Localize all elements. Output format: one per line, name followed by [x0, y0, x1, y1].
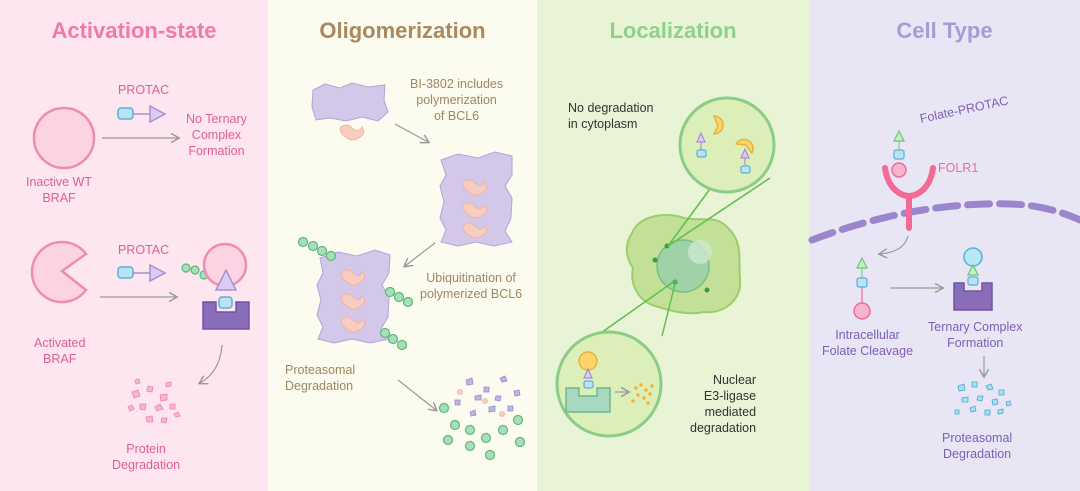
protac-label-top: PROTAC [118, 83, 170, 97]
nuclear-degradation-label: Nuclear E3-ligase mediated degradation [690, 373, 757, 435]
ubiquitinated-polymer [297, 236, 414, 351]
arrow-polymerization [394, 123, 428, 142]
no-degradation-label: No degradation in cytoplasm [568, 101, 654, 131]
ternary-complex-celltype [953, 247, 993, 311]
folr1-receptor [882, 129, 936, 231]
zoom-line-3 [597, 279, 677, 336]
protein-degradation-label: Protein Degradation [112, 442, 181, 472]
arrow-proteasomal-bcl6 [397, 379, 436, 410]
cleaved-folate-protac [853, 256, 871, 320]
protac-icon-bottom [117, 263, 167, 283]
inactive-braf-label: Inactive WT BRAF [26, 175, 92, 205]
bi3802-label: BI-3802 includes polymerization of BCL6 [410, 77, 504, 123]
intracellular-label: Intracellular Folate Cleavage [822, 328, 914, 358]
degraded-fragments-pink [127, 378, 181, 424]
activated-braf-label: Activated BRAF [34, 336, 86, 366]
bcl6-polymer [439, 151, 513, 247]
cell-membrane [808, 200, 1080, 244]
degraded-fragments-blue [954, 381, 1012, 416]
celltype-title: Cell Type [896, 18, 993, 43]
nucleus-zoom-circle [555, 330, 663, 438]
localization-title: Localization [609, 18, 737, 43]
zoom-line-2 [667, 177, 771, 247]
proteasomal-label-bcl6: Proteasomal Degradation [285, 363, 356, 393]
proteasomal-label-celltype: Proteasomal Degradation [942, 431, 1013, 461]
activated-braf-pacman [30, 240, 88, 304]
arrow-ubiquitination [405, 242, 436, 266]
protac-icon-top [117, 104, 167, 124]
zoom-line-4 [661, 279, 677, 337]
arrow-endocytosis [880, 235, 909, 254]
ternary-formation-label: Ternary Complex Formation [928, 320, 1023, 350]
activation-title: Activation-state [51, 18, 217, 43]
ternary-complex-activation [181, 242, 250, 330]
degraded-fragments-bcl6 [438, 375, 526, 461]
protac-label-bottom: PROTAC [118, 243, 170, 257]
ubiquitination-label: Ubiquitination of polymerized BCL6 [420, 271, 523, 301]
oligomerization-title: Oligomerization [319, 18, 486, 43]
inactive-braf-circle [32, 106, 96, 170]
folr1-label: FOLR1 [938, 161, 979, 175]
cytoplasm-zoom-circle [678, 96, 776, 194]
cell [625, 214, 742, 315]
arrow-to-degradation [200, 344, 223, 383]
no-ternary-label: No Ternary Complex Formation [186, 112, 247, 158]
celltype-panel: Cell Type [809, 0, 1080, 491]
bcl6-monomer [311, 82, 389, 141]
